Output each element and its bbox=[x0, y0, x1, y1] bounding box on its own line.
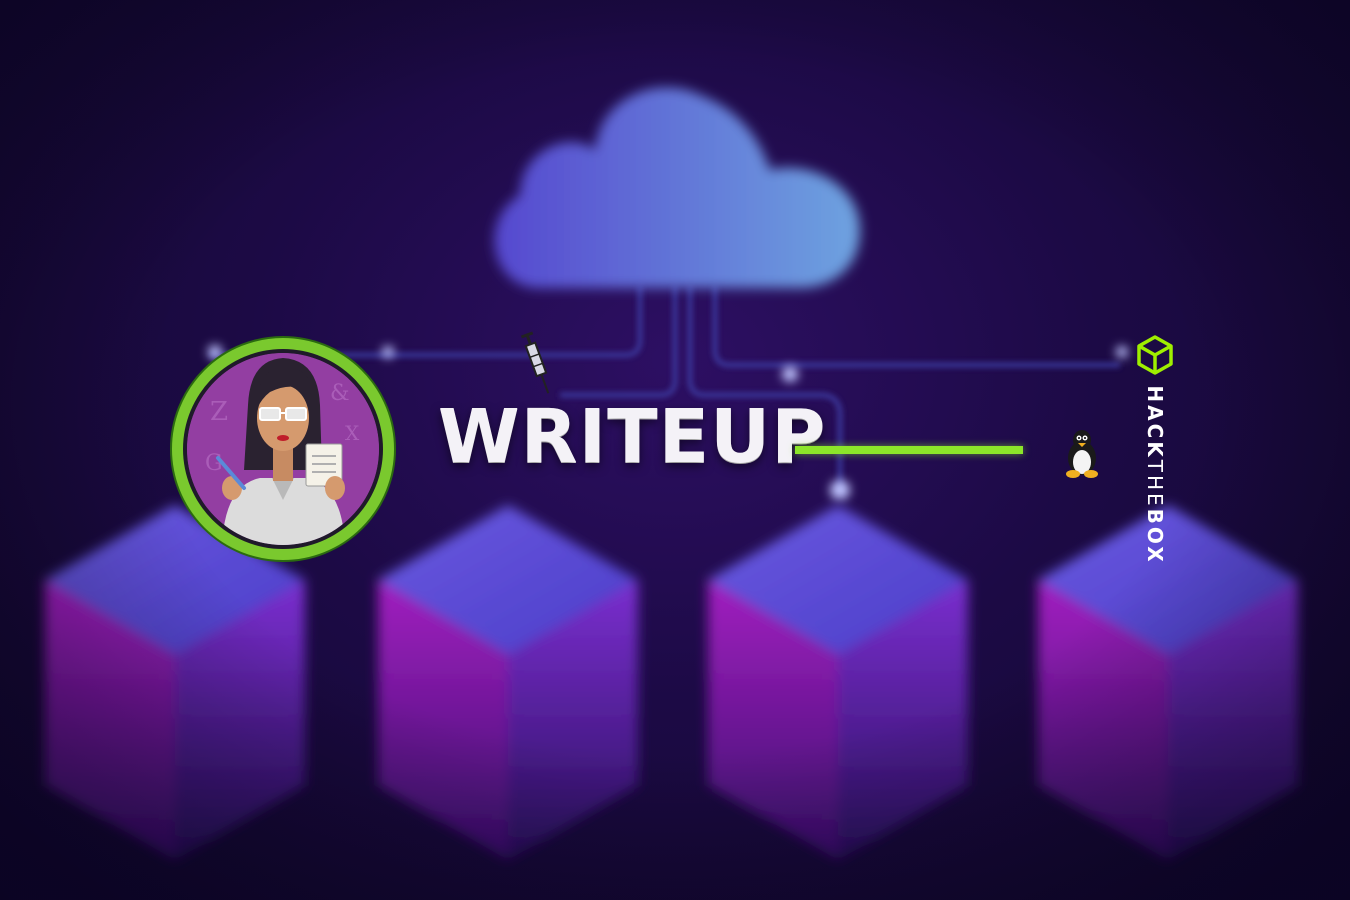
htb-word-hack: HACK bbox=[1143, 385, 1167, 460]
svg-text:X: X bbox=[345, 421, 360, 445]
accent-divider bbox=[795, 446, 1023, 454]
htb-cube-icon bbox=[1137, 335, 1173, 375]
htb-word-box: BOX bbox=[1143, 508, 1167, 565]
page-title: WRITEUP bbox=[438, 394, 827, 480]
syringe-icon bbox=[520, 331, 550, 394]
avatar: Z & G X bbox=[170, 336, 396, 562]
svg-text:G: G bbox=[205, 451, 223, 476]
htb-word-the: THE bbox=[1143, 459, 1167, 509]
linux-tux-icon bbox=[1066, 430, 1098, 478]
svg-text:Z: Z bbox=[210, 397, 228, 427]
svg-text:&: & bbox=[330, 381, 350, 406]
htb-wordmark: HACKTHEBOX bbox=[1143, 365, 1167, 585]
